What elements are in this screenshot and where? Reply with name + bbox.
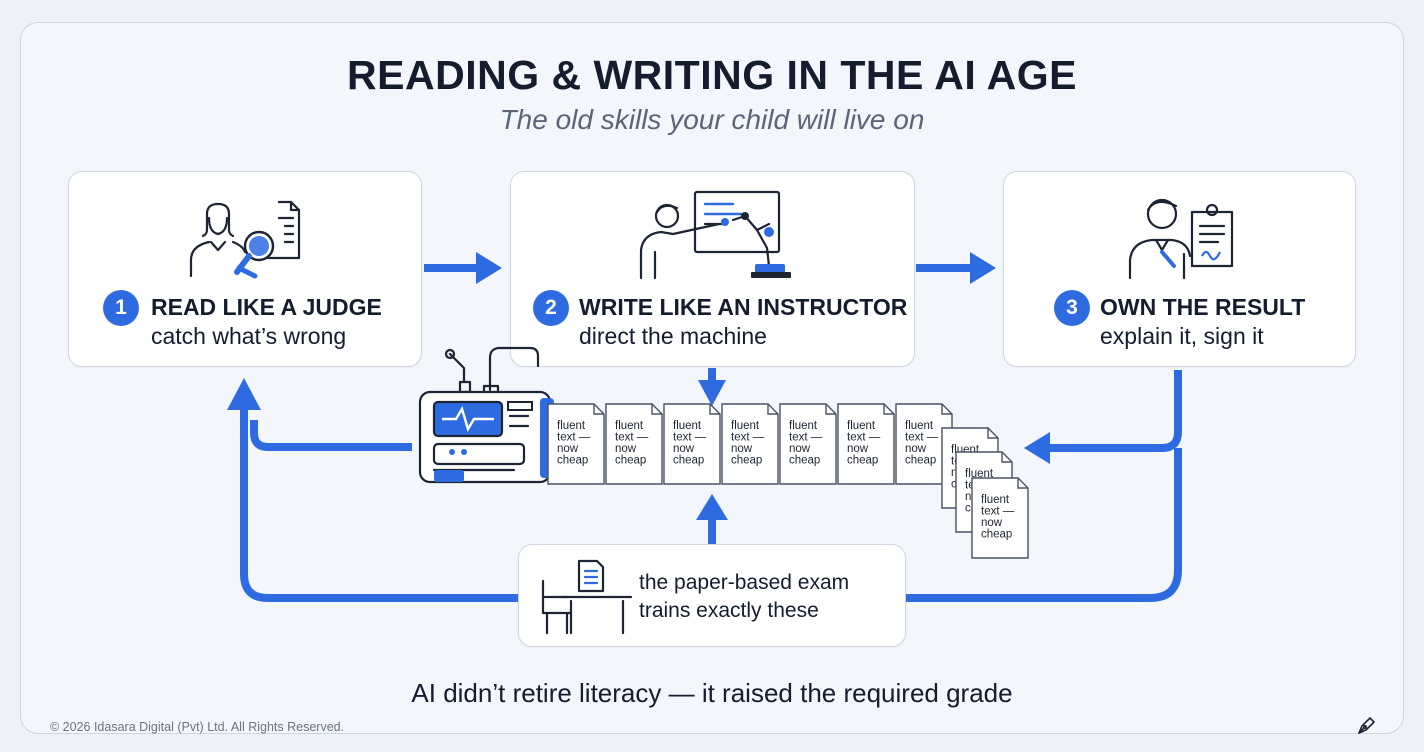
paper-text-line: te: [965, 480, 975, 492]
step-subtext: catch what’s wrong: [151, 323, 347, 349]
exam-desk-icon: [541, 559, 633, 635]
paper-text-line: text —: [847, 432, 881, 444]
paper-text-line: now: [905, 443, 927, 455]
paper-text-line: text —: [557, 432, 591, 444]
step-card-1: 1 READ LIKE A JUDGE catch what’s wrong: [68, 171, 422, 367]
paper-text-line: now: [789, 443, 811, 455]
paper-text-line: now: [847, 443, 869, 455]
step-card-2: 2 WRITE LIKE AN INSTRUCTOR direct the ma…: [510, 171, 915, 367]
paper-text-line: fluent: [615, 420, 644, 432]
paper-text-line: text —: [905, 432, 939, 444]
tagline: AI didn’t retire literacy — it raised th…: [411, 678, 1013, 708]
loop-left-line: [240, 408, 518, 602]
paper-text-line: text —: [981, 506, 1015, 518]
paper-text-line: now: [615, 443, 637, 455]
paper-text-line: fluent: [731, 420, 760, 432]
paper-text-line: fluent: [965, 468, 994, 480]
paper-text-line: cheap: [905, 455, 936, 467]
person-pointing-robot-arm-icon: [639, 190, 791, 280]
paper-text-line: fluent: [673, 420, 702, 432]
page-subtitle: The old skills your child will live on: [499, 104, 925, 135]
paper-text-line: n: [951, 467, 957, 479]
person-magnifier-document-icon: [189, 200, 301, 279]
step-number-badge: 3: [1054, 290, 1090, 326]
step-heading: OWN THE RESULT: [1100, 294, 1306, 320]
paper-text-line: now: [673, 443, 695, 455]
person-signed-document-icon: [1128, 198, 1234, 280]
paper-text-line: fluent: [905, 420, 934, 432]
paper-text-line: text —: [615, 432, 649, 444]
text-generating-machine-icon: [418, 346, 554, 484]
paper-text-line: fluent: [789, 420, 818, 432]
paper-text-line: cheap: [673, 455, 704, 467]
paper-text-line: text —: [789, 432, 823, 444]
paper-text-line: cheap: [615, 455, 646, 467]
paper-text-line: text —: [673, 432, 707, 444]
step-heading: READ LIKE A JUDGE: [151, 294, 382, 320]
page-title: READING & WRITING IN THE AI AGE: [347, 52, 1077, 98]
exam-callout: the paper-based exam trains exactly thes…: [518, 544, 906, 647]
step-heading: WRITE LIKE AN INSTRUCTOR: [579, 294, 908, 320]
step-number-badge: 1: [103, 290, 139, 326]
paper-text-line: fluent: [557, 420, 586, 432]
paper-text-line: cheap: [981, 529, 1012, 541]
step-subtext: direct the machine: [579, 323, 767, 349]
arrow-step3-to-machine: [1046, 370, 1182, 452]
paper-text-line: now: [731, 443, 753, 455]
paper-text-line: now: [557, 443, 579, 455]
copyright: © 2026 Idasara Digital (Pvt) Ltd. All Ri…: [50, 720, 345, 734]
paper-text-line: text —: [731, 432, 765, 444]
step-card-3: 3 OWN THE RESULT explain it, sign it: [1003, 171, 1356, 367]
step-subtext: explain it, sign it: [1100, 323, 1264, 349]
paper-text-line: cheap: [731, 455, 762, 467]
paper-text-line: cheap: [847, 455, 878, 467]
loop-right-line: [906, 448, 1182, 602]
paper-text-line: fluent: [847, 420, 876, 432]
paper-text-line: cheap: [789, 455, 820, 467]
paper-text-line: cheap: [557, 455, 588, 467]
step-number-badge: 2: [533, 290, 569, 326]
pen-nib-icon: [1358, 717, 1375, 734]
machine-to-step1-line: [250, 420, 412, 451]
paper-text-line: n: [965, 491, 971, 503]
paper-text-line: fluent: [981, 494, 1010, 506]
paper-text-line: now: [981, 517, 1003, 529]
exam-line-1: the paper-based exam: [639, 571, 850, 594]
exam-line-2: trains exactly these: [639, 599, 819, 622]
